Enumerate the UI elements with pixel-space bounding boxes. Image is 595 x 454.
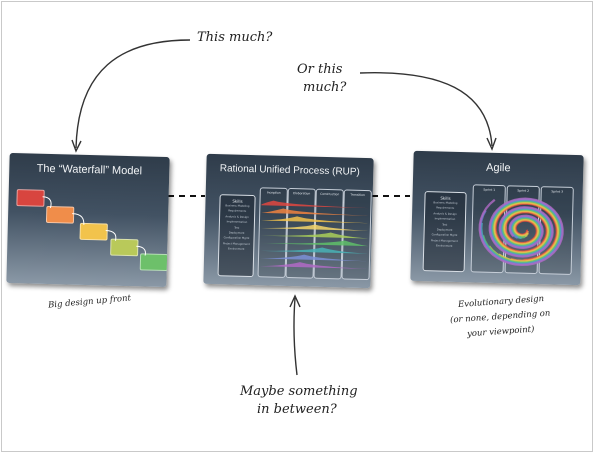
arrow-this-much-head	[71, 139, 82, 153]
arrow-maybe-head	[289, 294, 301, 308]
arrow-or-this-much-head	[486, 137, 497, 151]
rup-discipline-hump	[261, 216, 369, 224]
rup-workload-humps	[259, 200, 370, 269]
annotation-or-this-much-line1: Or this	[297, 62, 343, 77]
slide-rup: Rational Unified Process (RUP) Skills Bu…	[203, 153, 374, 289]
rup-discipline-hump	[261, 200, 370, 209]
waterfall-arrows	[42, 196, 146, 256]
slide-waterfall: The “Waterfall” Model	[6, 152, 170, 288]
rup-discipline-hump	[260, 224, 369, 231]
annotation-maybe-line1: Maybe something	[240, 384, 358, 399]
annotation-this-much: This much?	[197, 30, 273, 45]
agile-spiral	[478, 197, 564, 267]
rup-discipline-hump	[261, 208, 370, 216]
rup-discipline-hump	[260, 254, 368, 262]
arrow-this-much	[75, 39, 191, 149]
arrow-or-this-much	[359, 72, 493, 147]
rup-discipline-hump	[260, 232, 369, 239]
rup-discipline-hump	[260, 240, 369, 247]
annotation-maybe-line2: in between?	[257, 402, 337, 417]
annotation-or-this-much-line2: much?	[303, 80, 347, 95]
rup-discipline-hump	[259, 262, 368, 269]
rup-discipline-hump	[260, 247, 369, 254]
arrow-maybe	[293, 297, 298, 376]
agile-spiral-band	[478, 197, 564, 267]
